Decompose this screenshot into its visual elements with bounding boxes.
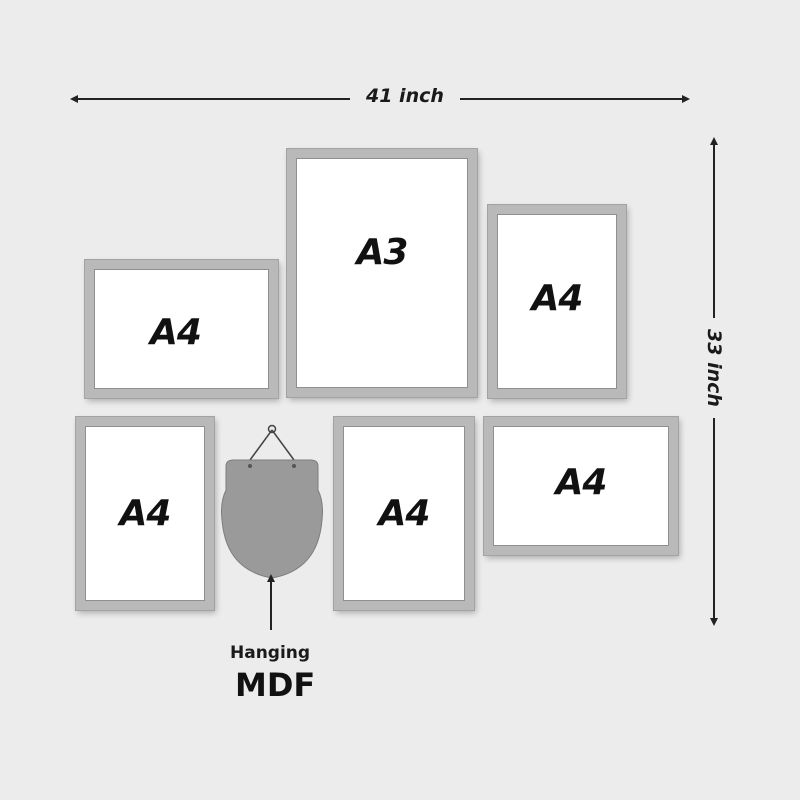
mdf-caption: MDF xyxy=(235,666,316,704)
frame-bottom-left: A4 xyxy=(75,416,215,611)
hanging-mdf-icon xyxy=(221,424,323,579)
frame-top-right: A4 xyxy=(487,204,627,399)
frame-size-label: A4 xyxy=(378,493,431,534)
width-arrow-right-icon xyxy=(682,95,690,103)
height-line-top xyxy=(713,143,715,318)
width-arrow-left-icon xyxy=(70,95,78,103)
width-line-right xyxy=(460,98,684,100)
height-arrow-down-icon xyxy=(710,618,718,626)
width-label: 41 inch xyxy=(366,85,444,107)
frame-bottom-right: A4 xyxy=(483,416,679,556)
frame-bottom-center: A4 xyxy=(333,416,475,611)
height-arrow-up-icon xyxy=(710,137,718,145)
frame-size-label: A4 xyxy=(531,278,584,319)
frame-size-label: A4 xyxy=(150,311,202,353)
frame-top-left: A4 xyxy=(84,259,279,399)
frame-size-label: A4 xyxy=(555,461,608,503)
height-label: 33 inch xyxy=(702,329,725,407)
width-line-left xyxy=(76,98,350,100)
hanging-caption: Hanging xyxy=(230,643,311,663)
height-line-bottom xyxy=(713,418,715,620)
frame-size-label: A4 xyxy=(119,493,172,534)
mdf-pointer-line xyxy=(270,578,272,630)
frame-size-label: A3 xyxy=(356,231,409,273)
mdf-pointer-arrow-icon xyxy=(267,574,275,582)
frame-top-center: A3 xyxy=(286,148,478,398)
